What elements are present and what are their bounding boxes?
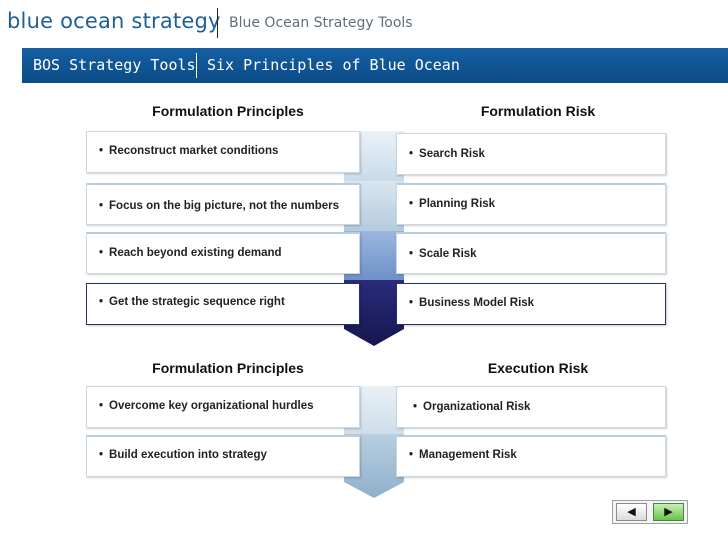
nav-item-six-principles[interactable]: Six Principles of Blue Ocean — [207, 56, 460, 74]
risk-box-6: •Management Risk — [396, 435, 666, 477]
principle-box-1: •Reconstruct market conditions — [86, 131, 360, 173]
nav-item-bos-tools[interactable]: BOS Strategy Tools — [33, 56, 196, 74]
risk-box-2: •Planning Risk — [396, 183, 666, 225]
arrow-left-icon: ◀ — [627, 506, 636, 518]
principle-label: Reconstruct market conditions — [109, 145, 279, 157]
principle-box-6: •Build execution into strategy — [86, 435, 360, 477]
brand-subtitle: Blue Ocean Strategy Tools — [229, 15, 413, 31]
risk-label: Search Risk — [419, 148, 485, 160]
nav-divider — [196, 53, 197, 78]
principle-box-5: •Overcome key organizational hurdles — [86, 386, 360, 428]
risk-box-1: •Search Risk — [396, 133, 666, 175]
navigation-bar: BOS Strategy Tools Six Principles of Blu… — [22, 48, 728, 83]
principle-label: Focus on the big picture, not the number… — [109, 200, 340, 212]
risk-box-3: •Scale Risk — [396, 232, 666, 274]
slide-nav-buttons: ◀ ▶ — [612, 500, 688, 524]
principle-label: Overcome key organizational hurdles — [109, 400, 314, 412]
risk-label: Business Model Risk — [419, 297, 535, 309]
section1-left-heading: Formulation Principles — [152, 103, 304, 119]
top-header: blue ocean strategy Blue Ocean Strategy … — [0, 0, 728, 48]
next-button[interactable]: ▶ — [653, 503, 684, 521]
risk-box-5: •Organizational Risk — [396, 386, 666, 428]
arrow-right-icon: ▶ — [664, 506, 673, 518]
risk-label: Planning Risk — [419, 198, 496, 210]
principle-label: Reach beyond existing demand — [109, 247, 282, 259]
principle-label: Get the strategic sequence right — [109, 296, 285, 308]
principle-box-3: •Reach beyond existing demand — [86, 232, 360, 274]
section1-right-heading: Formulation Risk — [480, 103, 596, 119]
prev-button[interactable]: ◀ — [616, 503, 647, 521]
principle-label: Build execution into strategy — [109, 449, 267, 461]
principle-box-2: •Focus on the big picture, not the numbe… — [86, 183, 360, 225]
risk-box-4: •Business Model Risk — [396, 283, 666, 325]
risk-label: Organizational Risk — [423, 401, 531, 413]
risk-label: Management Risk — [419, 449, 517, 461]
risk-label: Scale Risk — [419, 248, 477, 260]
brand-title: blue ocean strategy — [7, 9, 221, 33]
header-divider — [217, 8, 218, 38]
principle-box-4: •Get the strategic sequence right — [86, 283, 360, 325]
section2-left-heading: Formulation Principles — [152, 360, 304, 376]
section2-right-heading: Execution Risk — [487, 360, 589, 376]
